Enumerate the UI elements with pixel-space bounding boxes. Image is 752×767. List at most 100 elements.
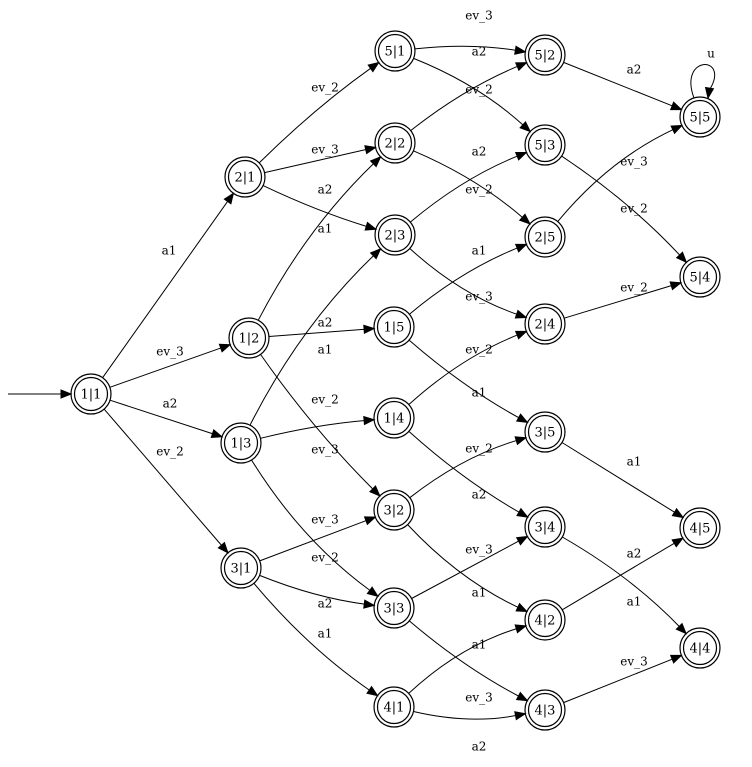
state-3-2[interactable]: 3|2: [373, 489, 415, 531]
edge-2-4-to-5-4-arrowhead: [669, 281, 683, 291]
edge-2-1-to-5-1-label: ev_2: [311, 81, 339, 95]
edge-1-5-to-2-5-label: a1: [472, 244, 487, 258]
state-3-4[interactable]: 3|4: [524, 506, 566, 548]
state-3-3[interactable]: 3|3: [373, 587, 415, 629]
edge-2-3-to-2-4-label: ev_3: [465, 290, 493, 304]
state-label: 2|3: [385, 229, 406, 244]
state-5-2[interactable]: 5|2: [524, 34, 566, 76]
edge-3-5-to-4-5: [561, 442, 676, 514]
state-1-1[interactable]: 1|1: [70, 373, 112, 415]
state-4-2[interactable]: 4|2: [524, 599, 566, 641]
state-outer-ring: [524, 34, 566, 76]
state-2-5[interactable]: 2|5: [524, 216, 566, 258]
state-outer-ring: [373, 306, 415, 348]
state-inner-ring: [376, 492, 412, 528]
state-label: 4|3: [535, 704, 556, 719]
state-5-3[interactable]: 5|3: [524, 124, 566, 166]
state-inner-ring: [227, 159, 263, 195]
state-outer-ring: [524, 599, 566, 641]
state-label: 5|3: [535, 139, 556, 154]
state-label: 1|2: [239, 332, 260, 347]
edge-1-1-to-1-3-arrowhead: [210, 429, 224, 439]
state-1-3[interactable]: 1|3: [220, 422, 262, 464]
edge-2-4-to-5-4-label: ev_2: [620, 281, 648, 295]
state-inner-ring: [682, 259, 718, 295]
state-inner-ring: [376, 689, 412, 725]
edge-2-3-to-5-3-arrowhead: [514, 151, 528, 161]
state-5-1[interactable]: 5|1: [374, 30, 416, 72]
edge-2-3-to-5-3: [409, 155, 519, 223]
edge-1-2-to-2-2: [257, 162, 375, 321]
state-outer-ring: [524, 506, 566, 548]
edge-5-3-to-5-4: [561, 155, 681, 257]
state-label: 4|2: [535, 614, 556, 629]
edge-1-3-to-1-4: [260, 420, 366, 439]
edge-5-2-to-5-5: [563, 61, 674, 107]
edge-5-1-to-5-2-label: ev_3: [465, 9, 493, 23]
edge-3-3-to-4-3-label: a1: [472, 638, 487, 652]
edge-1-1-to-2-1-label: a1: [162, 244, 177, 258]
state-inner-ring: [527, 37, 563, 73]
state-inner-ring: [527, 509, 563, 545]
state-4-3[interactable]: 4|3: [524, 689, 566, 731]
edge-2-3-to-2-4-arrowhead: [514, 309, 528, 319]
state-4-5[interactable]: 4|5: [679, 507, 721, 549]
state-inner-ring: [527, 127, 563, 163]
state-2-4[interactable]: 2|4: [524, 303, 566, 345]
state-1-5[interactable]: 1|5: [373, 306, 415, 348]
state-5-4[interactable]: 5|4: [679, 256, 721, 298]
edge-1-3-to-2-3-arrowhead: [369, 247, 382, 260]
edge-5-5-to-5-5-arrowhead: [704, 86, 715, 100]
edge-5-1-to-5-2-arrowhead: [514, 45, 527, 55]
edge-1-1-to-1-3-label: a2: [163, 397, 178, 411]
state-2-3[interactable]: 2|3: [374, 214, 416, 256]
edge-4-3-to-4-4-arrowhead: [669, 654, 683, 664]
state-5-5[interactable]: 5|5: [679, 96, 721, 138]
edge-2-5-to-5-5-arrowhead: [670, 124, 684, 135]
edge-3-5-to-4-5-label: a1: [627, 455, 642, 469]
edge-3-2-to-3-5-label: a2: [472, 488, 487, 502]
state-outer-ring: [679, 627, 721, 669]
edge-3-3-to-3-4-label: ev_3: [465, 543, 493, 557]
state-label: 4|5: [690, 522, 711, 537]
edge-3-2-to-4-2-arrowhead: [515, 602, 529, 613]
state-3-5[interactable]: 3|5: [524, 411, 566, 453]
state-label: 3|4: [535, 521, 556, 536]
edge-3-2-to-4-2: [407, 524, 520, 609]
edge-1-4-to-2-4-label: a1: [472, 386, 487, 400]
state-outer-ring: [374, 122, 416, 164]
state-2-1[interactable]: 2|1: [224, 156, 266, 198]
edge-1-5-to-3-5-label: ev_2: [465, 343, 493, 357]
state-1-2[interactable]: 1|2: [228, 317, 270, 359]
state-label: 5|5: [690, 111, 711, 126]
state-4-1[interactable]: 4|1: [373, 686, 415, 728]
edge-5-5-to-5-5-label: u: [707, 47, 715, 61]
edge-1-5-to-2-5: [409, 247, 519, 315]
state-inner-ring: [527, 219, 563, 255]
state-3-1[interactable]: 3|1: [220, 547, 262, 589]
edge-1-5-to-3-5-arrowhead: [515, 413, 529, 424]
edge-1-3-to-2-3: [249, 254, 375, 426]
edge-1-4-to-3-4-label: ev_2: [465, 442, 493, 456]
edge-5-5-to-5-5: [690, 64, 716, 99]
edge-2-1-to-5-1-arrowhead: [367, 61, 380, 73]
edge-1-1-to-1-2-arrowhead: [218, 343, 232, 353]
state-4-4[interactable]: 4|4: [679, 627, 721, 669]
edge-2-2-to-2-5-arrowhead: [518, 213, 531, 225]
edge-3-2-to-3-5: [409, 439, 518, 499]
edge-3-2-to-4-2-label: a1: [472, 586, 487, 600]
edge-1-1-to-3-1-label: ev_2: [156, 445, 184, 459]
state-inner-ring: [682, 630, 718, 666]
state-1-4[interactable]: 1|4: [373, 397, 415, 439]
state-outer-ring: [679, 256, 721, 298]
edge-4-1-to-4-3-label: a2: [472, 740, 487, 754]
edge-2-1-to-2-2: [264, 148, 367, 174]
edge-1-2-to-1-5: [268, 328, 366, 337]
edge-1-4-to-2-4: [408, 334, 519, 405]
state-outer-ring: [220, 422, 262, 464]
state-inner-ring: [376, 309, 412, 345]
state-label: 4|4: [690, 642, 711, 657]
state-2-2[interactable]: 2|2: [374, 122, 416, 164]
edge-2-3-to-5-3-label: ev_2: [465, 183, 493, 197]
state-outer-ring: [679, 96, 721, 138]
